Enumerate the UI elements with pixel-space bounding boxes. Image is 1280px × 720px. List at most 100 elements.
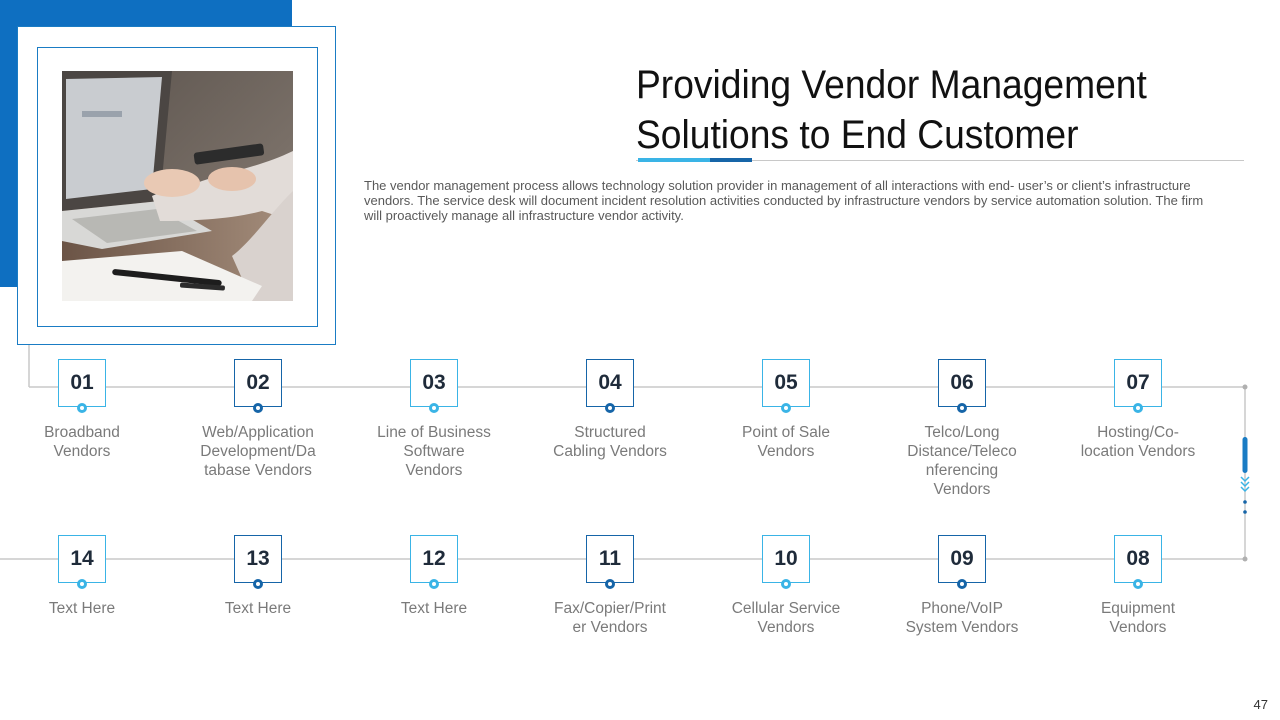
title-accent-dark <box>710 158 752 162</box>
step-label-line: Broadband <box>44 424 120 441</box>
step-number-box: 08 <box>1114 535 1162 589</box>
photo-inner-frame <box>37 47 318 327</box>
laptop-photo-illustration <box>62 71 293 301</box>
step-label-line: Line of Business <box>377 424 491 441</box>
step-label-line: Distance/Teleco <box>907 443 1017 460</box>
step-number-box: 10 <box>762 535 810 589</box>
slide-description: The vendor management process allows tec… <box>364 178 1204 223</box>
step-connector-ring <box>1133 403 1143 413</box>
step-number-box: 05 <box>762 359 810 413</box>
step-connector-ring <box>77 579 87 589</box>
step-label-line: Development/Da <box>200 443 316 460</box>
step-connector-ring <box>957 579 967 589</box>
step-label-line: nferencing <box>925 462 999 479</box>
step-number-box: 06 <box>938 359 986 413</box>
step-connector-ring <box>605 403 615 413</box>
step-label: Hosting/Co- location Vendors <box>1068 423 1208 461</box>
step-label-line: Cabling Vendors <box>553 443 667 460</box>
step-label-line: Text Here <box>48 600 116 617</box>
step-05: 05 Point of Sale Vendors <box>716 359 856 461</box>
step-label: Cellular Service Vendors <box>716 599 856 637</box>
step-08: 08 Equipment Vendors <box>1068 535 1208 637</box>
step-number-box: 11 <box>586 535 634 589</box>
step-label-line: Structured <box>574 424 646 441</box>
step-label-line: Web/Application <box>202 424 314 441</box>
step-09: 09 Phone/VoIP System Vendors <box>892 535 1032 637</box>
step-connector-ring <box>957 403 967 413</box>
step-13: 13 Text Here <box>188 535 328 618</box>
step-number: 10 <box>774 547 798 570</box>
step-label-line: Point of Sale <box>742 424 830 441</box>
step-connector-ring <box>429 579 439 589</box>
step-label-line: Software <box>403 443 465 460</box>
timeline-corner-dot-top <box>1242 384 1248 390</box>
step-02: 02 Web/Application Development/Da tabase… <box>188 359 328 480</box>
step-label: Text Here <box>364 599 504 618</box>
page-number: 47 <box>1253 697 1268 712</box>
laptop-photo <box>62 71 293 301</box>
step-07: 07 Hosting/Co- location Vendors <box>1068 359 1208 461</box>
step-number: 08 <box>1126 547 1150 570</box>
step-connector-ring <box>605 579 615 589</box>
slide-title: Providing Vendor Management Solutions to… <box>636 60 1213 160</box>
step-label: Web/Application Development/Da tabase Ve… <box>188 423 328 480</box>
step-number-box: 07 <box>1114 359 1162 413</box>
step-number: 03 <box>422 371 446 394</box>
step-label-line: er Vendors <box>572 619 648 636</box>
slide-title-line-2: Solutions to End Customer <box>636 113 1079 157</box>
step-label-line: Vendors <box>405 462 463 479</box>
step-label: Point of Sale Vendors <box>716 423 856 461</box>
step-label-line: Text Here <box>224 600 292 617</box>
step-connector-ring <box>781 579 791 589</box>
step-label: Fax/Copier/Print er Vendors <box>540 599 680 637</box>
slide-title-line-1: Providing Vendor Management <box>636 63 1147 107</box>
step-11: 11 Fax/Copier/Print er Vendors <box>540 535 680 637</box>
timeline-corner-dot-bottom <box>1242 556 1248 562</box>
step-12: 12 Text Here <box>364 535 504 618</box>
step-label: Broadband Vendors <box>12 423 152 461</box>
step-label-line: location Vendors <box>1080 443 1196 460</box>
step-label: Equipment Vendors <box>1068 599 1208 637</box>
step-label-line: System Vendors <box>905 619 1019 636</box>
step-number-box: 14 <box>58 535 106 589</box>
step-number-box: 12 <box>410 535 458 589</box>
step-label-line: Phone/VoIP <box>921 600 1003 617</box>
step-01: 01 Broadband Vendors <box>12 359 152 461</box>
step-number-box: 03 <box>410 359 458 413</box>
step-number-box: 13 <box>234 535 282 589</box>
step-04: 04 Structured Cabling Vendors <box>540 359 680 461</box>
step-label-line: Fax/Copier/Print <box>554 600 666 617</box>
step-number: 04 <box>598 371 622 394</box>
step-label: Text Here <box>188 599 328 618</box>
step-label-line: tabase Vendors <box>204 462 312 479</box>
step-number-box: 04 <box>586 359 634 413</box>
step-14: 14 Text Here <box>12 535 152 618</box>
title-underline <box>636 160 1244 161</box>
step-number: 13 <box>246 547 270 570</box>
step-10: 10 Cellular Service Vendors <box>716 535 856 637</box>
step-number: 01 <box>70 371 94 394</box>
step-connector-ring <box>253 403 263 413</box>
title-accent-light <box>638 158 710 162</box>
scroll-arrow-icon <box>1240 437 1250 514</box>
step-label-line: Telco/Long <box>924 424 1000 441</box>
step-number: 02 <box>246 371 270 394</box>
step-number-box: 02 <box>234 359 282 413</box>
step-number: 07 <box>1126 371 1150 394</box>
step-number: 05 <box>774 371 798 394</box>
step-number: 09 <box>950 547 974 570</box>
step-label-line: Vendors <box>933 481 991 498</box>
step-connector-ring <box>429 403 439 413</box>
step-label-line: Vendors <box>53 443 111 460</box>
photo-frame <box>17 26 336 345</box>
step-number-box: 01 <box>58 359 106 413</box>
step-label: Telco/Long Distance/Teleco nferencing Ve… <box>892 423 1032 499</box>
step-connector-ring <box>781 403 791 413</box>
step-number: 12 <box>422 547 446 570</box>
step-label-line: Vendors <box>757 443 815 460</box>
step-connector-ring <box>253 579 263 589</box>
step-label-line: Text Here <box>400 600 468 617</box>
step-label-line: Vendors <box>1109 619 1167 636</box>
step-label-line: Vendors <box>757 619 815 636</box>
step-number: 11 <box>598 547 622 570</box>
